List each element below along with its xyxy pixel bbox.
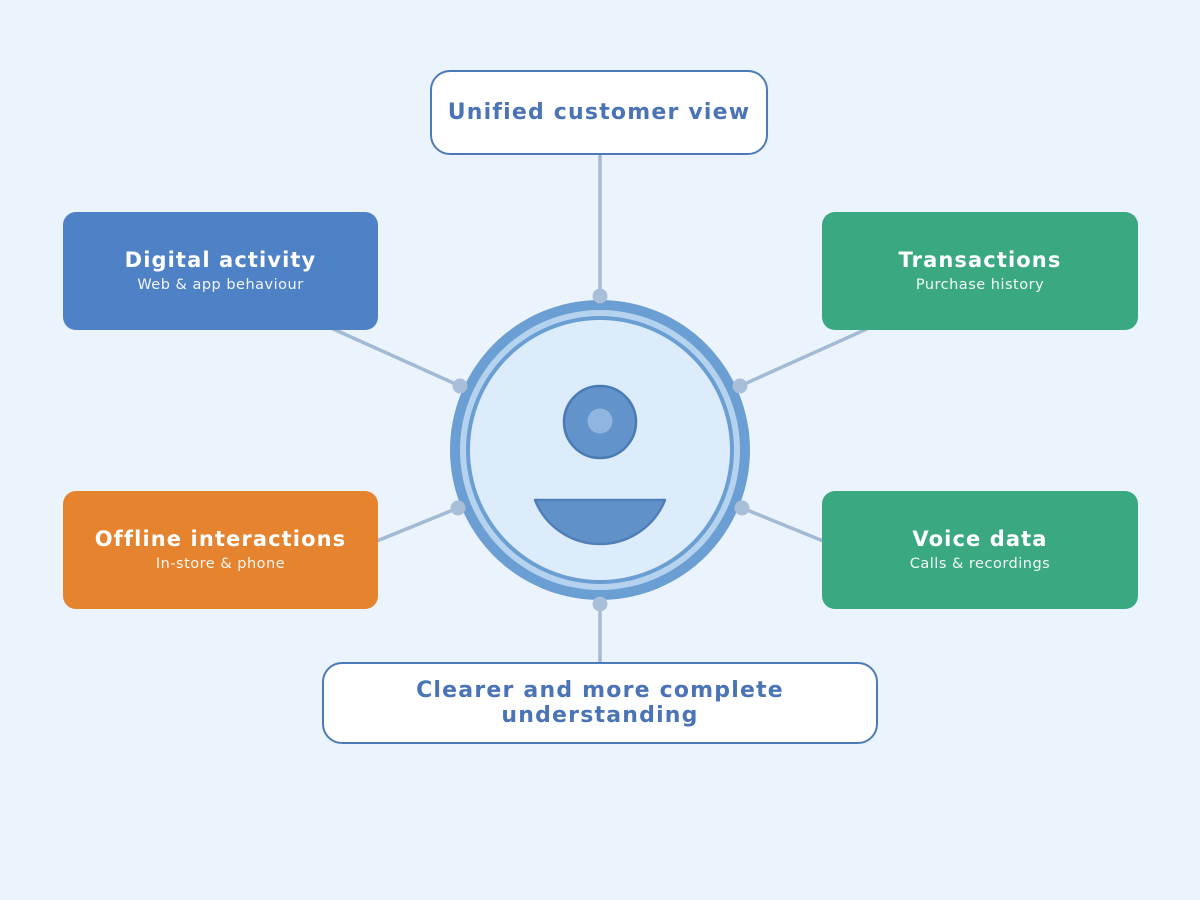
node-offline-interactions: Offline interactions In-store & phone	[63, 491, 378, 609]
node-digital-activity: Digital activity Web & app behaviour	[63, 212, 378, 330]
connector-dot-lower-left	[450, 500, 466, 516]
connector-dot-upper-left	[452, 378, 468, 394]
node-offline-interactions-title: Offline interactions	[94, 526, 347, 551]
person-icon	[533, 384, 667, 546]
node-unified-customer-view: Unified customer view	[430, 70, 768, 155]
connector-dot-upper-right	[732, 378, 748, 394]
node-transactions-subtitle: Purchase history	[915, 276, 1045, 293]
node-voice-data-subtitle: Calls & recordings	[909, 555, 1051, 572]
connector-dot-top	[592, 288, 608, 304]
node-transactions-title: Transactions	[898, 247, 1062, 272]
customer-circle	[450, 300, 750, 600]
connector-dots	[450, 288, 750, 612]
node-digital-activity-subtitle: Web & app behaviour	[137, 276, 304, 293]
person-head-highlight	[587, 408, 613, 434]
node-offline-interactions-subtitle: In-store & phone	[155, 555, 286, 572]
node-digital-activity-title: Digital activity	[124, 247, 317, 272]
node-clearer-understanding: Clearer and more complete understanding	[322, 662, 878, 744]
connector-dot-bottom	[592, 596, 608, 612]
node-unified-customer-view-label: Unified customer view	[447, 100, 751, 125]
node-voice-data-title: Voice data	[912, 526, 1048, 551]
node-clearer-understanding-label: Clearer and more complete understanding	[416, 678, 784, 728]
node-voice-data: Voice data Calls & recordings	[822, 491, 1138, 609]
person-shoulders	[533, 498, 667, 546]
node-transactions: Transactions Purchase history	[822, 212, 1138, 330]
connector-dot-lower-right	[734, 500, 750, 516]
